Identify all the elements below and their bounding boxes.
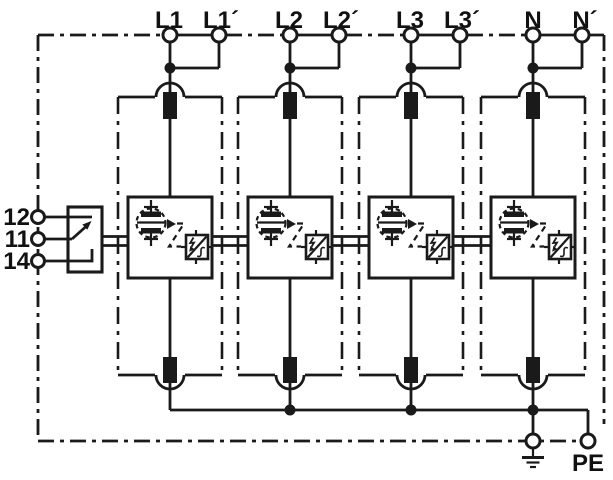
terminals	[30, 26, 597, 450]
terminal-L3	[402, 26, 420, 44]
surge-module-L1	[116, 40, 224, 412]
contact-label-11: 11	[5, 226, 30, 253]
terminal-L2-prime	[330, 26, 348, 44]
terminal-label-L1: L1	[155, 7, 183, 34]
terminal-N-prime	[573, 26, 591, 44]
surge-module-N	[479, 40, 587, 412]
terminal-label-N: N	[524, 7, 541, 34]
terminal-11	[30, 231, 46, 247]
terminal-12	[30, 209, 46, 225]
contact-label-12: 12	[3, 204, 30, 231]
contact-label-14: 14	[3, 248, 30, 275]
phase-modules	[116, 40, 587, 412]
terminal-L3-prime	[451, 26, 469, 44]
labels: L1 L1´ L2 L2´ L3 L3´ N N´ 12 11 14 PE	[3, 7, 604, 477]
terminal-earth	[524, 432, 542, 450]
pe-bus	[170, 404, 590, 469]
terminal-L2	[281, 26, 299, 44]
contact-14-wire	[44, 249, 94, 263]
terminal-label-L3: L3	[396, 7, 424, 34]
terminal-L1	[161, 26, 179, 44]
terminal-label-L2-prime: L2´	[323, 7, 359, 34]
junction-dot	[405, 404, 417, 416]
terminal-14	[30, 253, 46, 269]
junction-dot	[284, 404, 296, 416]
junction-dot	[527, 404, 539, 416]
surge-module-L2	[236, 40, 344, 412]
earth-symbol-icon	[522, 448, 544, 469]
terminal-L1-prime	[210, 26, 228, 44]
remote-signalling-contact	[44, 205, 104, 274]
terminal-label-L3-prime: L3´	[444, 7, 480, 34]
terminal-N	[524, 26, 542, 44]
switch-lever-arrowhead	[82, 221, 92, 230]
mechanical-linkage	[102, 235, 491, 247]
switch-lever	[71, 225, 87, 241]
terminal-label-N-prime: N´	[572, 7, 597, 34]
terminal-label-L1-prime: L1´	[203, 7, 239, 34]
terminal-label-L2: L2	[275, 7, 303, 34]
terminal-PE	[579, 432, 597, 450]
switch-box	[66, 205, 104, 274]
terminal-label-PE: PE	[572, 450, 604, 477]
surge-module-L3	[357, 40, 465, 412]
